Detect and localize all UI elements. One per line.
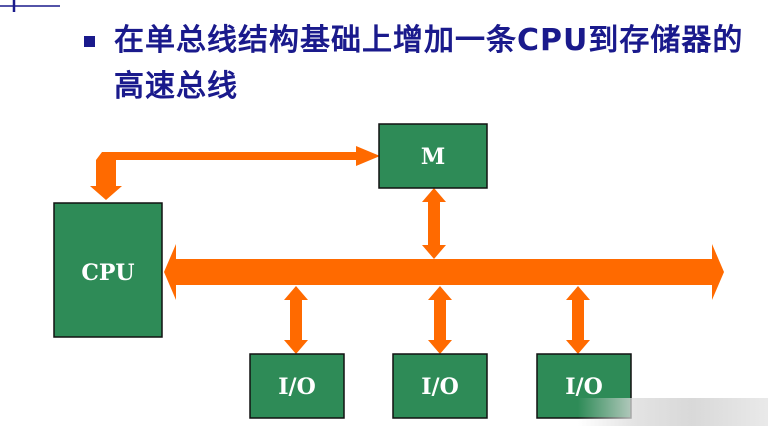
io-label-1: I/O: [278, 374, 316, 400]
system-bus: [164, 244, 724, 300]
cpu-box: CPU: [53, 202, 163, 338]
memory-box: M: [378, 123, 488, 189]
io-bus-connector-2: [428, 286, 452, 354]
io-label-2: I/O: [421, 374, 459, 400]
memory-bus-connector: [422, 188, 446, 259]
cpu-label: CPU: [81, 260, 134, 286]
io-box-1: I/O: [249, 353, 345, 419]
io-bus-connector-3: [566, 286, 590, 354]
io-bus-connector-1: [284, 286, 308, 354]
blurred-watermark: [578, 398, 768, 426]
bullet-icon: [84, 36, 95, 47]
high-speed-bus: [90, 146, 380, 200]
io-box-2: I/O: [392, 353, 488, 419]
slide-title: 在单总线结构基础上增加一条CPU到存储器的高速总线: [114, 23, 744, 104]
io-label-3: I/O: [565, 374, 603, 400]
memory-label: M: [421, 144, 445, 170]
corner-mark: [0, 0, 60, 12]
